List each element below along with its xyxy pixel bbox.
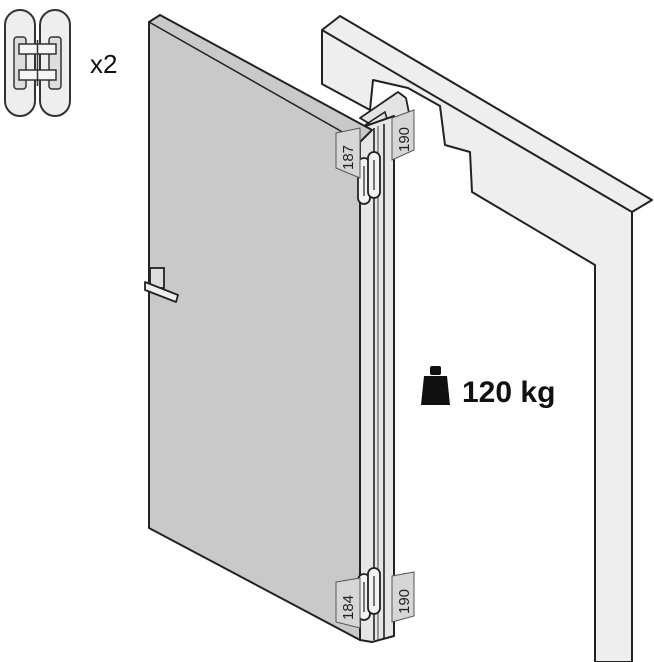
hinge-icon <box>4 9 71 117</box>
top-hinge <box>357 151 381 205</box>
load-capacity-label: 120 kg <box>462 376 555 409</box>
bottom-frame-dimension: 190 <box>391 571 415 623</box>
door-handle <box>144 267 179 303</box>
weight-icon <box>421 366 450 405</box>
top-frame-dimension-label: 190 <box>396 127 413 152</box>
top-leaf-dimension: 187 <box>335 127 361 179</box>
bottom-hinge <box>357 567 381 621</box>
hinge-quantity-label: x2 <box>90 49 117 79</box>
bottom-leaf-dimension-label: 184 <box>340 595 357 620</box>
bottom-frame-dimension-label: 190 <box>396 589 413 614</box>
top-leaf-dimension-label: 187 <box>340 145 357 170</box>
top-frame-dimension: 190 <box>391 109 415 161</box>
door-panel <box>148 14 373 641</box>
bottom-leaf-dimension: 184 <box>335 577 361 629</box>
